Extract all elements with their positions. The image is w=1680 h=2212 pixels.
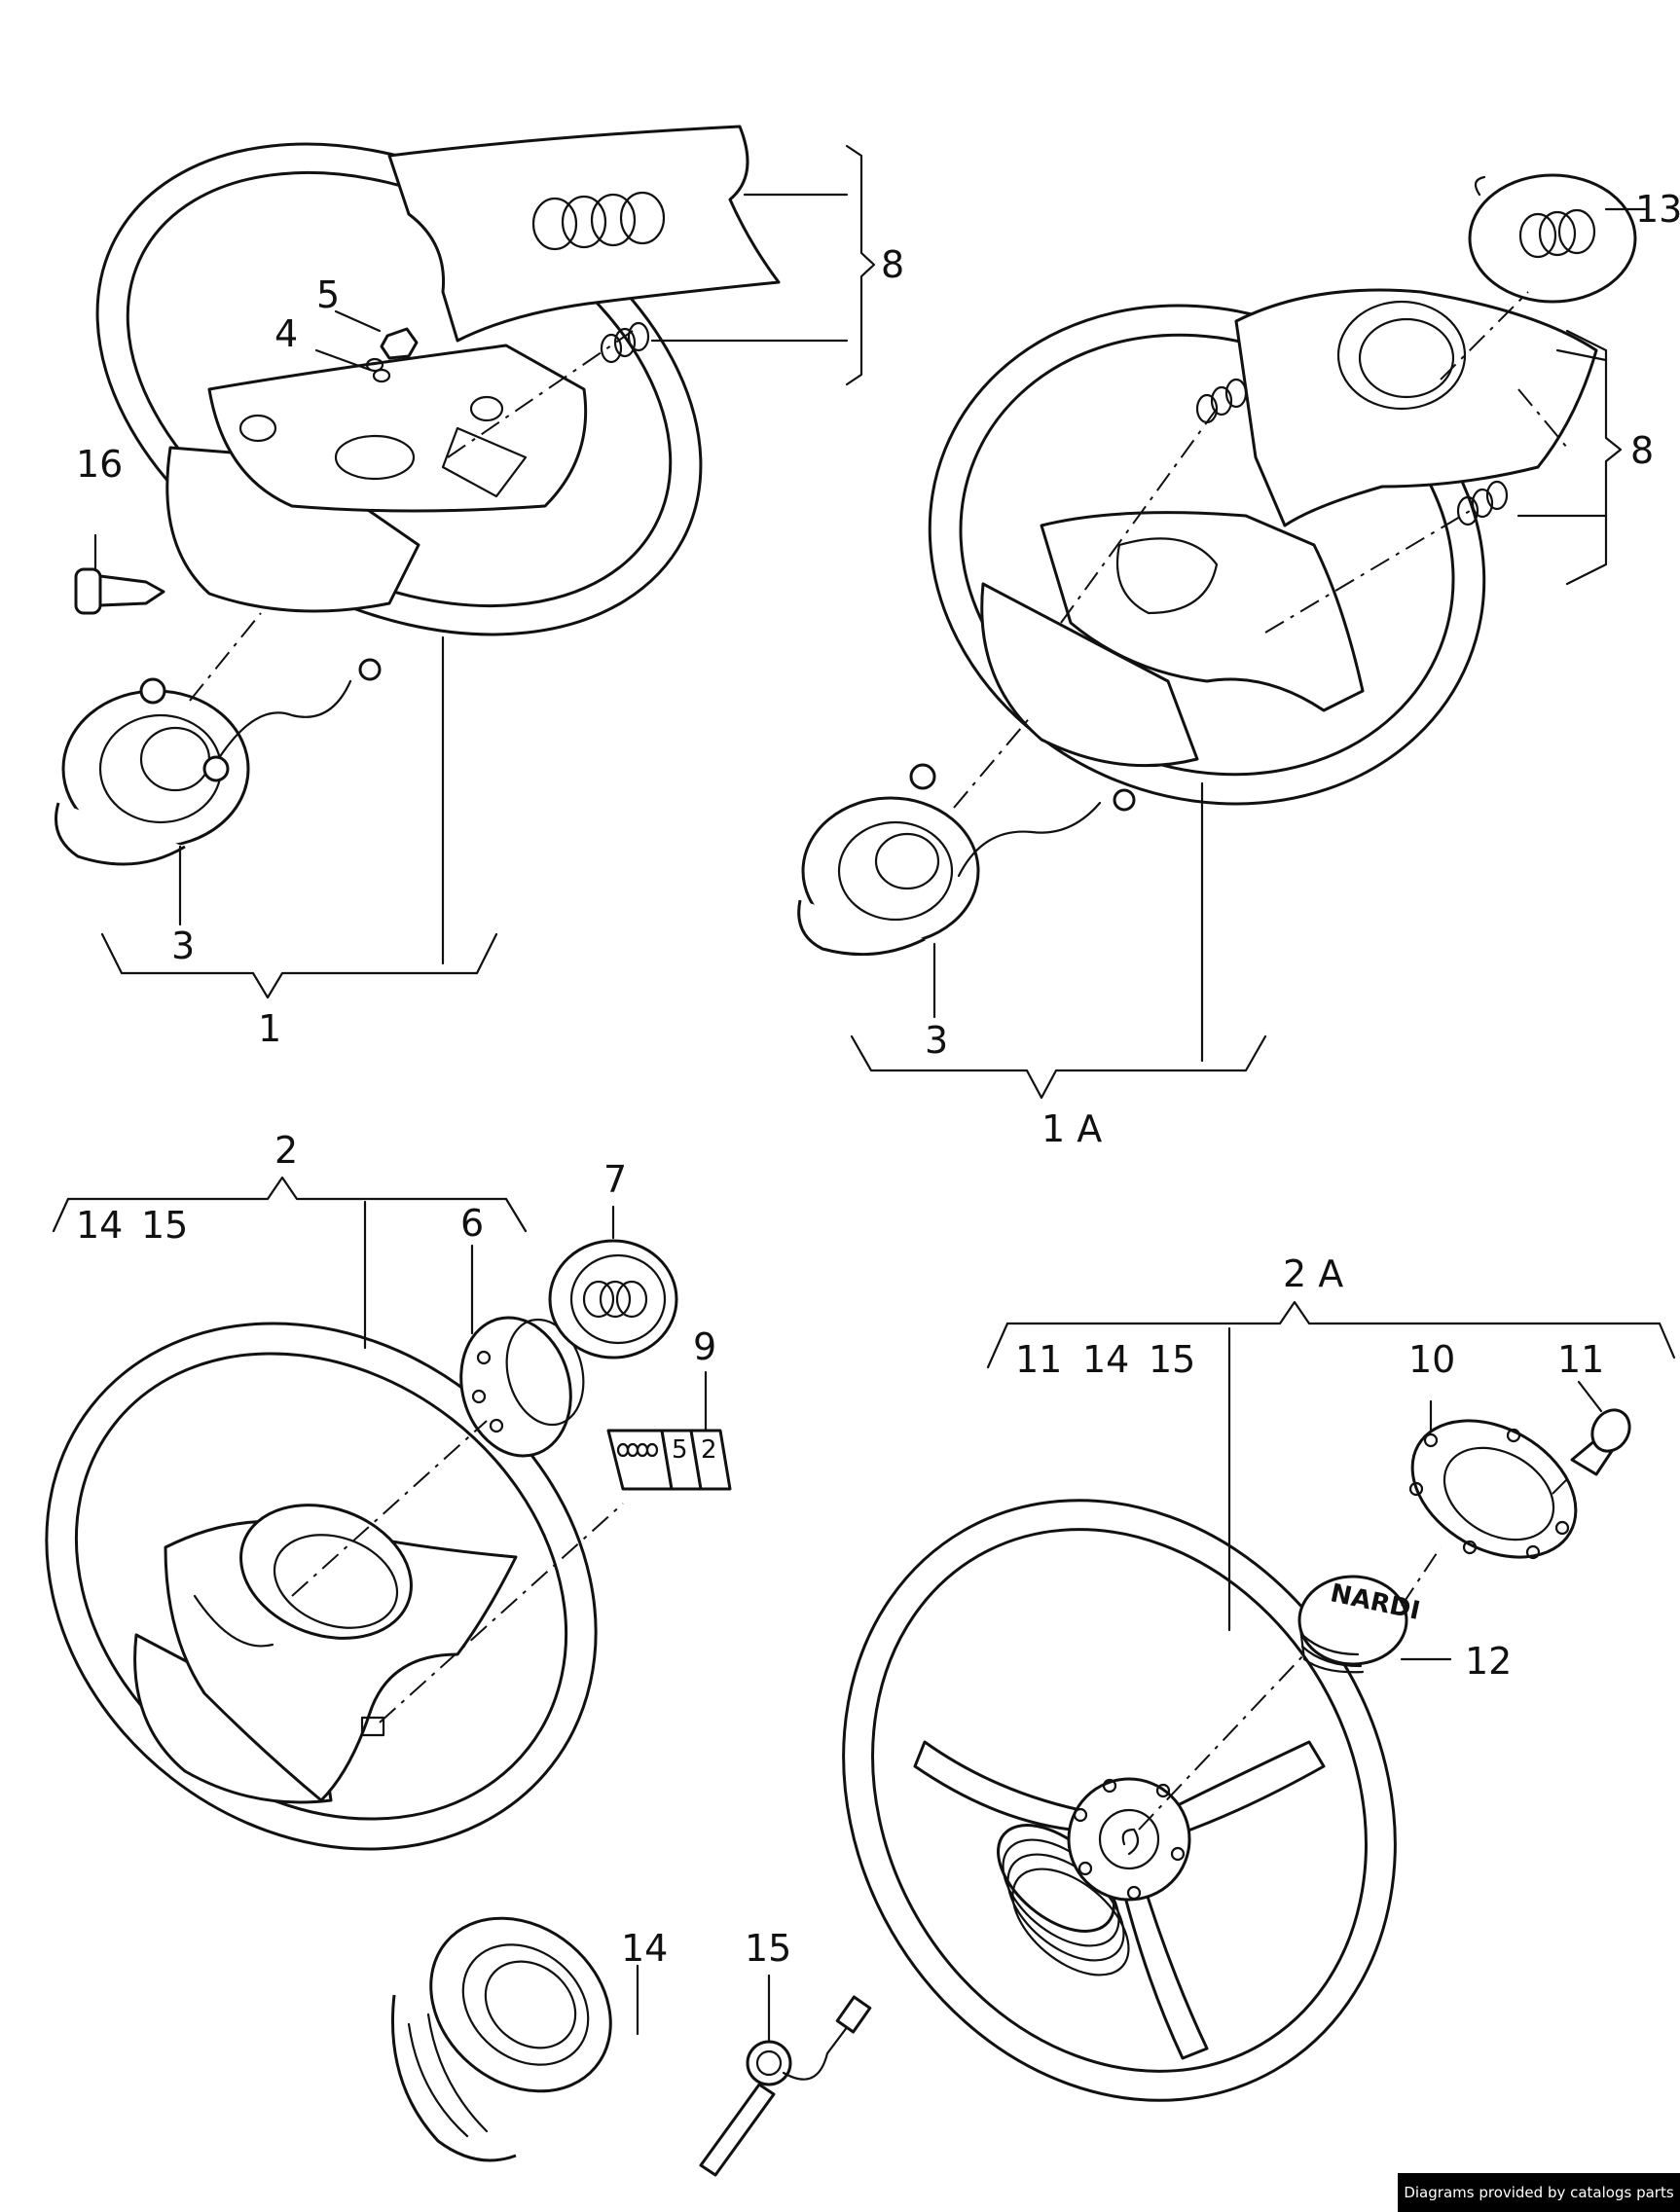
- label-1: 1: [258, 1007, 281, 1050]
- assembly-1a-steering-wheel: [797, 173, 1647, 1100]
- sticker-5: 5: [672, 1435, 688, 1465]
- label-8-assembly-1: 8: [881, 243, 904, 286]
- label-14-list-2a: 14: [1082, 1338, 1129, 1381]
- label-16: 16: [76, 443, 123, 486]
- label-11-list: 11: [1015, 1338, 1062, 1381]
- label-13: 13: [1635, 188, 1680, 231]
- label-10: 10: [1408, 1338, 1455, 1381]
- assembly-1-steering-wheel: [55, 125, 876, 999]
- label-15: 15: [745, 1927, 791, 1970]
- part-14-column-shroud: [390, 1916, 639, 2162]
- label-3-assembly-1a: 3: [925, 1019, 948, 1062]
- label-9: 9: [693, 1325, 716, 1368]
- part-15-contact-cable: [699, 1974, 872, 2177]
- label-5: 5: [316, 273, 340, 316]
- label-11: 11: [1557, 1338, 1604, 1381]
- credit-footer: Diagrams provided by catalogs parts: [1398, 2173, 1680, 2212]
- label-7: 7: [603, 1158, 627, 1201]
- label-14-list-2: 14: [76, 1204, 123, 1247]
- assembly-2a-steering-wheel: NARDI: [842, 1300, 1676, 2102]
- label-15-list-2a: 15: [1149, 1338, 1195, 1381]
- label-12: 12: [1465, 1640, 1512, 1683]
- label-2: 2: [274, 1129, 298, 1172]
- label-15-list-2: 15: [141, 1204, 188, 1247]
- label-8-assembly-1a: 8: [1630, 429, 1654, 472]
- label-4: 4: [274, 312, 298, 355]
- label-3-assembly-1: 3: [171, 925, 195, 967]
- label-6: 6: [460, 1202, 484, 1245]
- sticker-2: 2: [701, 1435, 717, 1465]
- label-1a: 1 A: [1041, 1107, 1102, 1150]
- assembly-2-steering-wheel: 5 2: [45, 1176, 732, 1851]
- label-14: 14: [621, 1927, 668, 1970]
- part-labels: 1 1 A 2 2 A 3 3 4 5 6 7 8 8 9 10 11 11 1…: [76, 188, 1680, 1970]
- label-2a: 2 A: [1283, 1252, 1343, 1295]
